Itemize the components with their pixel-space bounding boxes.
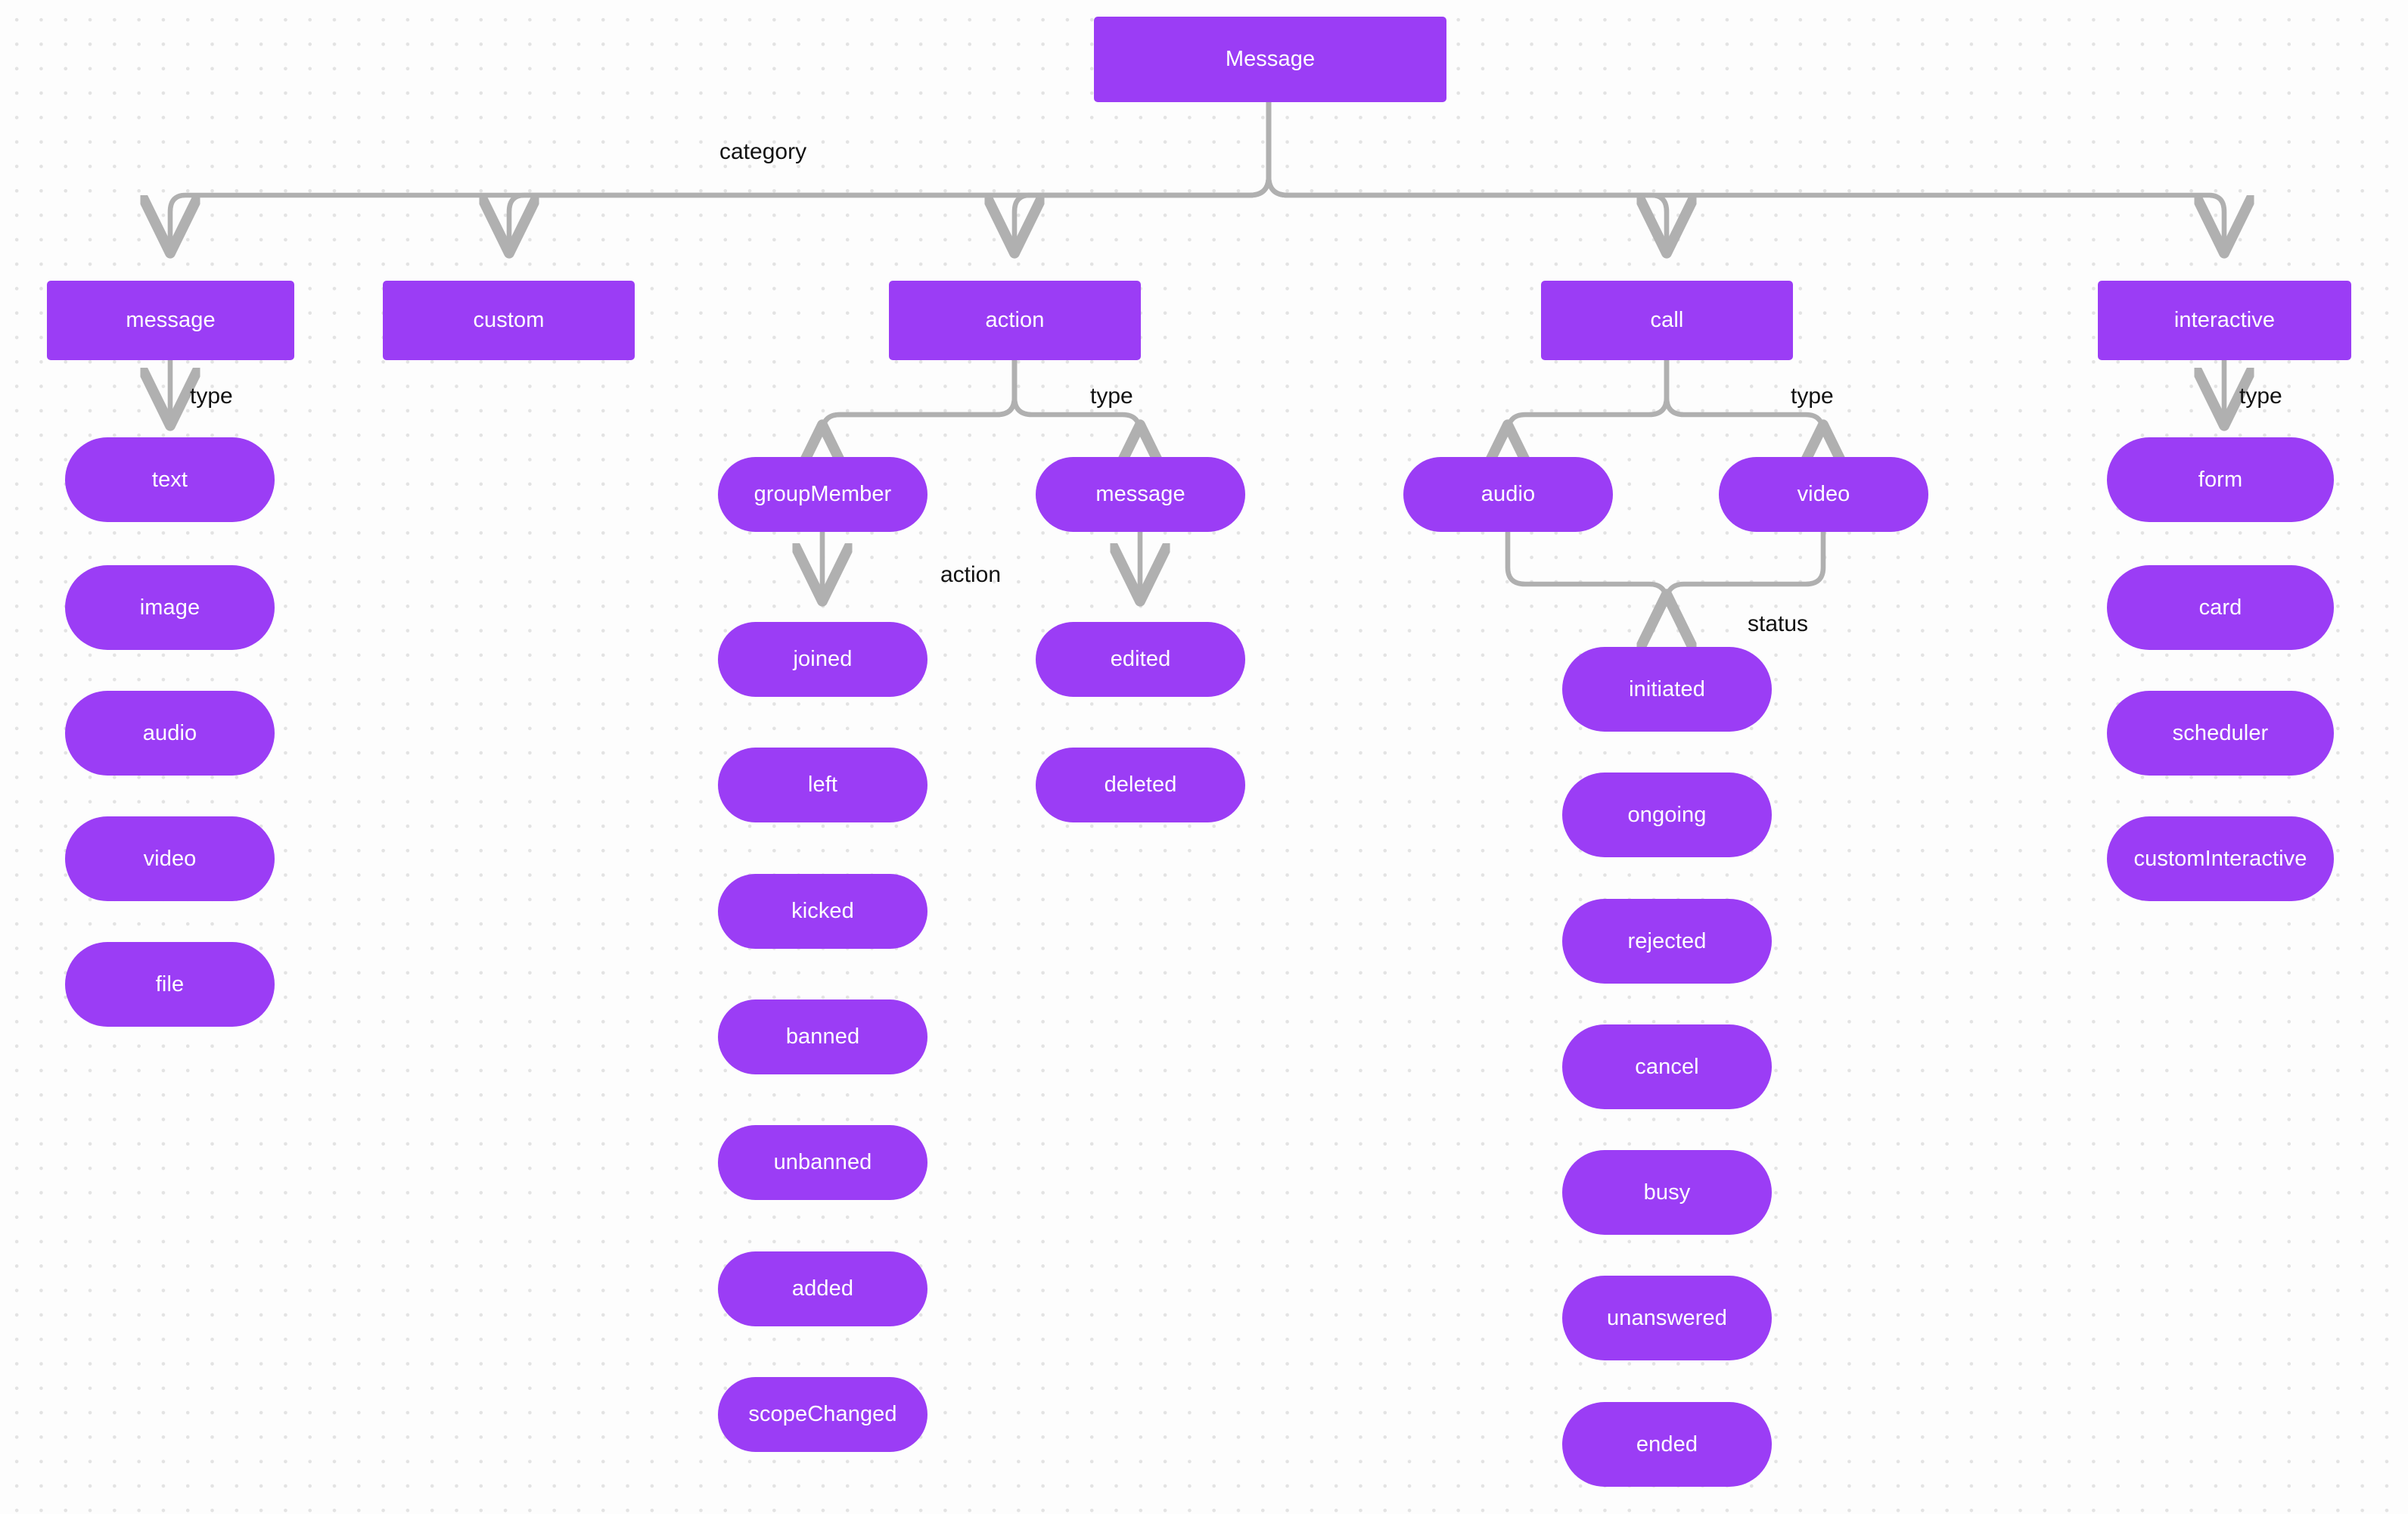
edge-video-to-initiated (1667, 529, 1826, 602)
node-groupmember-action-unbanned[interactable]: unbanned (718, 1125, 927, 1200)
node-label: joined (793, 647, 853, 671)
edge-root-to-message (170, 99, 1272, 251)
edge-action-to-groupmember (822, 357, 1018, 434)
edge-label-call-type: type (1791, 384, 1834, 409)
edge-label-call-status: status (1748, 611, 1809, 636)
node-label: groupMember (753, 482, 892, 506)
edge-root-to-call (1266, 99, 1667, 251)
node-category-action[interactable]: action (889, 281, 1141, 360)
node-label: customInteractive (2133, 846, 2307, 871)
node-label: unanswered (1607, 1305, 1727, 1330)
node-label: message (126, 308, 216, 332)
node-label: file (155, 972, 185, 996)
node-groupmember-action-left[interactable]: left (718, 748, 927, 822)
node-groupmember-action-scopechanged[interactable]: scopeChanged (718, 1377, 927, 1452)
node-label: rejected (1627, 928, 1707, 953)
node-call-type-video[interactable]: video (1719, 457, 1928, 532)
node-label: unbanned (773, 1150, 872, 1174)
node-groupmember-action-kicked[interactable]: kicked (718, 874, 927, 949)
node-call-status-rejected[interactable]: rejected (1562, 899, 1772, 984)
node-label: busy (1643, 1180, 1691, 1205)
node-call-type-audio[interactable]: audio (1403, 457, 1613, 532)
node-interactive-type-form[interactable]: form (2107, 437, 2334, 522)
node-label: custom (473, 308, 545, 332)
node-label: audio (142, 720, 197, 745)
node-groupmember-action-added[interactable]: added (718, 1251, 927, 1326)
node-label: text (151, 467, 188, 492)
node-label: edited (1110, 647, 1171, 671)
node-label: cancel (1635, 1054, 1699, 1079)
node-label: scheduler (2172, 720, 2269, 745)
edge-label-message-type: type (190, 384, 233, 409)
node-label: added (791, 1276, 854, 1301)
edge-action-to-groupmember-stub (819, 357, 1018, 437)
node-call-status-initiated[interactable]: initiated (1562, 647, 1772, 732)
node-label: initiated (1629, 676, 1705, 701)
node-call-status-cancel[interactable]: cancel (1562, 1024, 1772, 1109)
node-label: audio (1481, 482, 1536, 506)
edge-root-to-interactive (1266, 99, 2224, 251)
node-action-type-groupmember[interactable]: groupMember (718, 457, 927, 532)
node-action-type-message[interactable]: message (1036, 457, 1245, 532)
node-label: form (2198, 467, 2243, 492)
node-label: ongoing (1627, 802, 1707, 827)
node-interactive-type-card[interactable]: card (2107, 565, 2334, 650)
edge-label-category: category (719, 139, 807, 164)
node-label: deleted (1104, 773, 1177, 797)
node-category-message[interactable]: message (47, 281, 294, 360)
node-message-type-file[interactable]: file (65, 942, 275, 1027)
node-label: interactive (2173, 308, 2276, 332)
node-category-custom[interactable]: custom (383, 281, 635, 360)
node-category-call[interactable]: call (1541, 281, 1793, 360)
node-call-status-unanswered[interactable]: unanswered (1562, 1276, 1772, 1360)
node-interactive-type-scheduler[interactable]: scheduler (2107, 691, 2334, 776)
node-label: kicked (791, 899, 854, 923)
node-label: call (1650, 308, 1684, 332)
node-label: banned (785, 1024, 860, 1049)
node-message-type-video[interactable]: video (65, 816, 275, 901)
node-label: image (139, 595, 200, 620)
edge-label-groupmember-action: action (940, 562, 1002, 587)
edge-root-to-custom (509, 99, 1272, 251)
edge-root-to-action (1014, 99, 1272, 251)
node-label: action (985, 308, 1045, 332)
node-label: video (1797, 482, 1850, 506)
node-call-status-ended[interactable]: ended (1562, 1402, 1772, 1487)
node-message-type-audio[interactable]: audio (65, 691, 275, 776)
node-call-status-ongoing[interactable]: ongoing (1562, 773, 1772, 857)
node-message-root[interactable]: Message (1094, 17, 1446, 102)
node-message-action-edited[interactable]: edited (1036, 622, 1245, 697)
node-label: left (807, 773, 838, 797)
node-message-action-deleted[interactable]: deleted (1036, 748, 1245, 822)
node-groupmember-action-banned[interactable]: banned (718, 999, 927, 1074)
node-groupmember-action-joined[interactable]: joined (718, 622, 927, 697)
node-message-type-text[interactable]: text (65, 437, 275, 522)
edge-label-interactive-type: type (2239, 384, 2282, 409)
node-message-type-image[interactable]: image (65, 565, 275, 650)
node-interactive-type-custominteractive[interactable]: customInteractive (2107, 816, 2334, 901)
edge-call-to-audio (1508, 357, 1670, 434)
node-label: message (1095, 482, 1185, 506)
node-label: ended (1636, 1432, 1698, 1456)
edge-label-action-type: type (1090, 384, 1133, 409)
node-call-status-busy[interactable]: busy (1562, 1150, 1772, 1235)
node-label: scopeChanged (748, 1402, 897, 1426)
node-label: Message (1225, 47, 1316, 71)
node-category-interactive[interactable]: interactive (2098, 281, 2351, 360)
node-label: card (2198, 595, 2242, 620)
node-label: video (143, 846, 197, 871)
edge-audio-to-initiated (1505, 529, 1667, 602)
